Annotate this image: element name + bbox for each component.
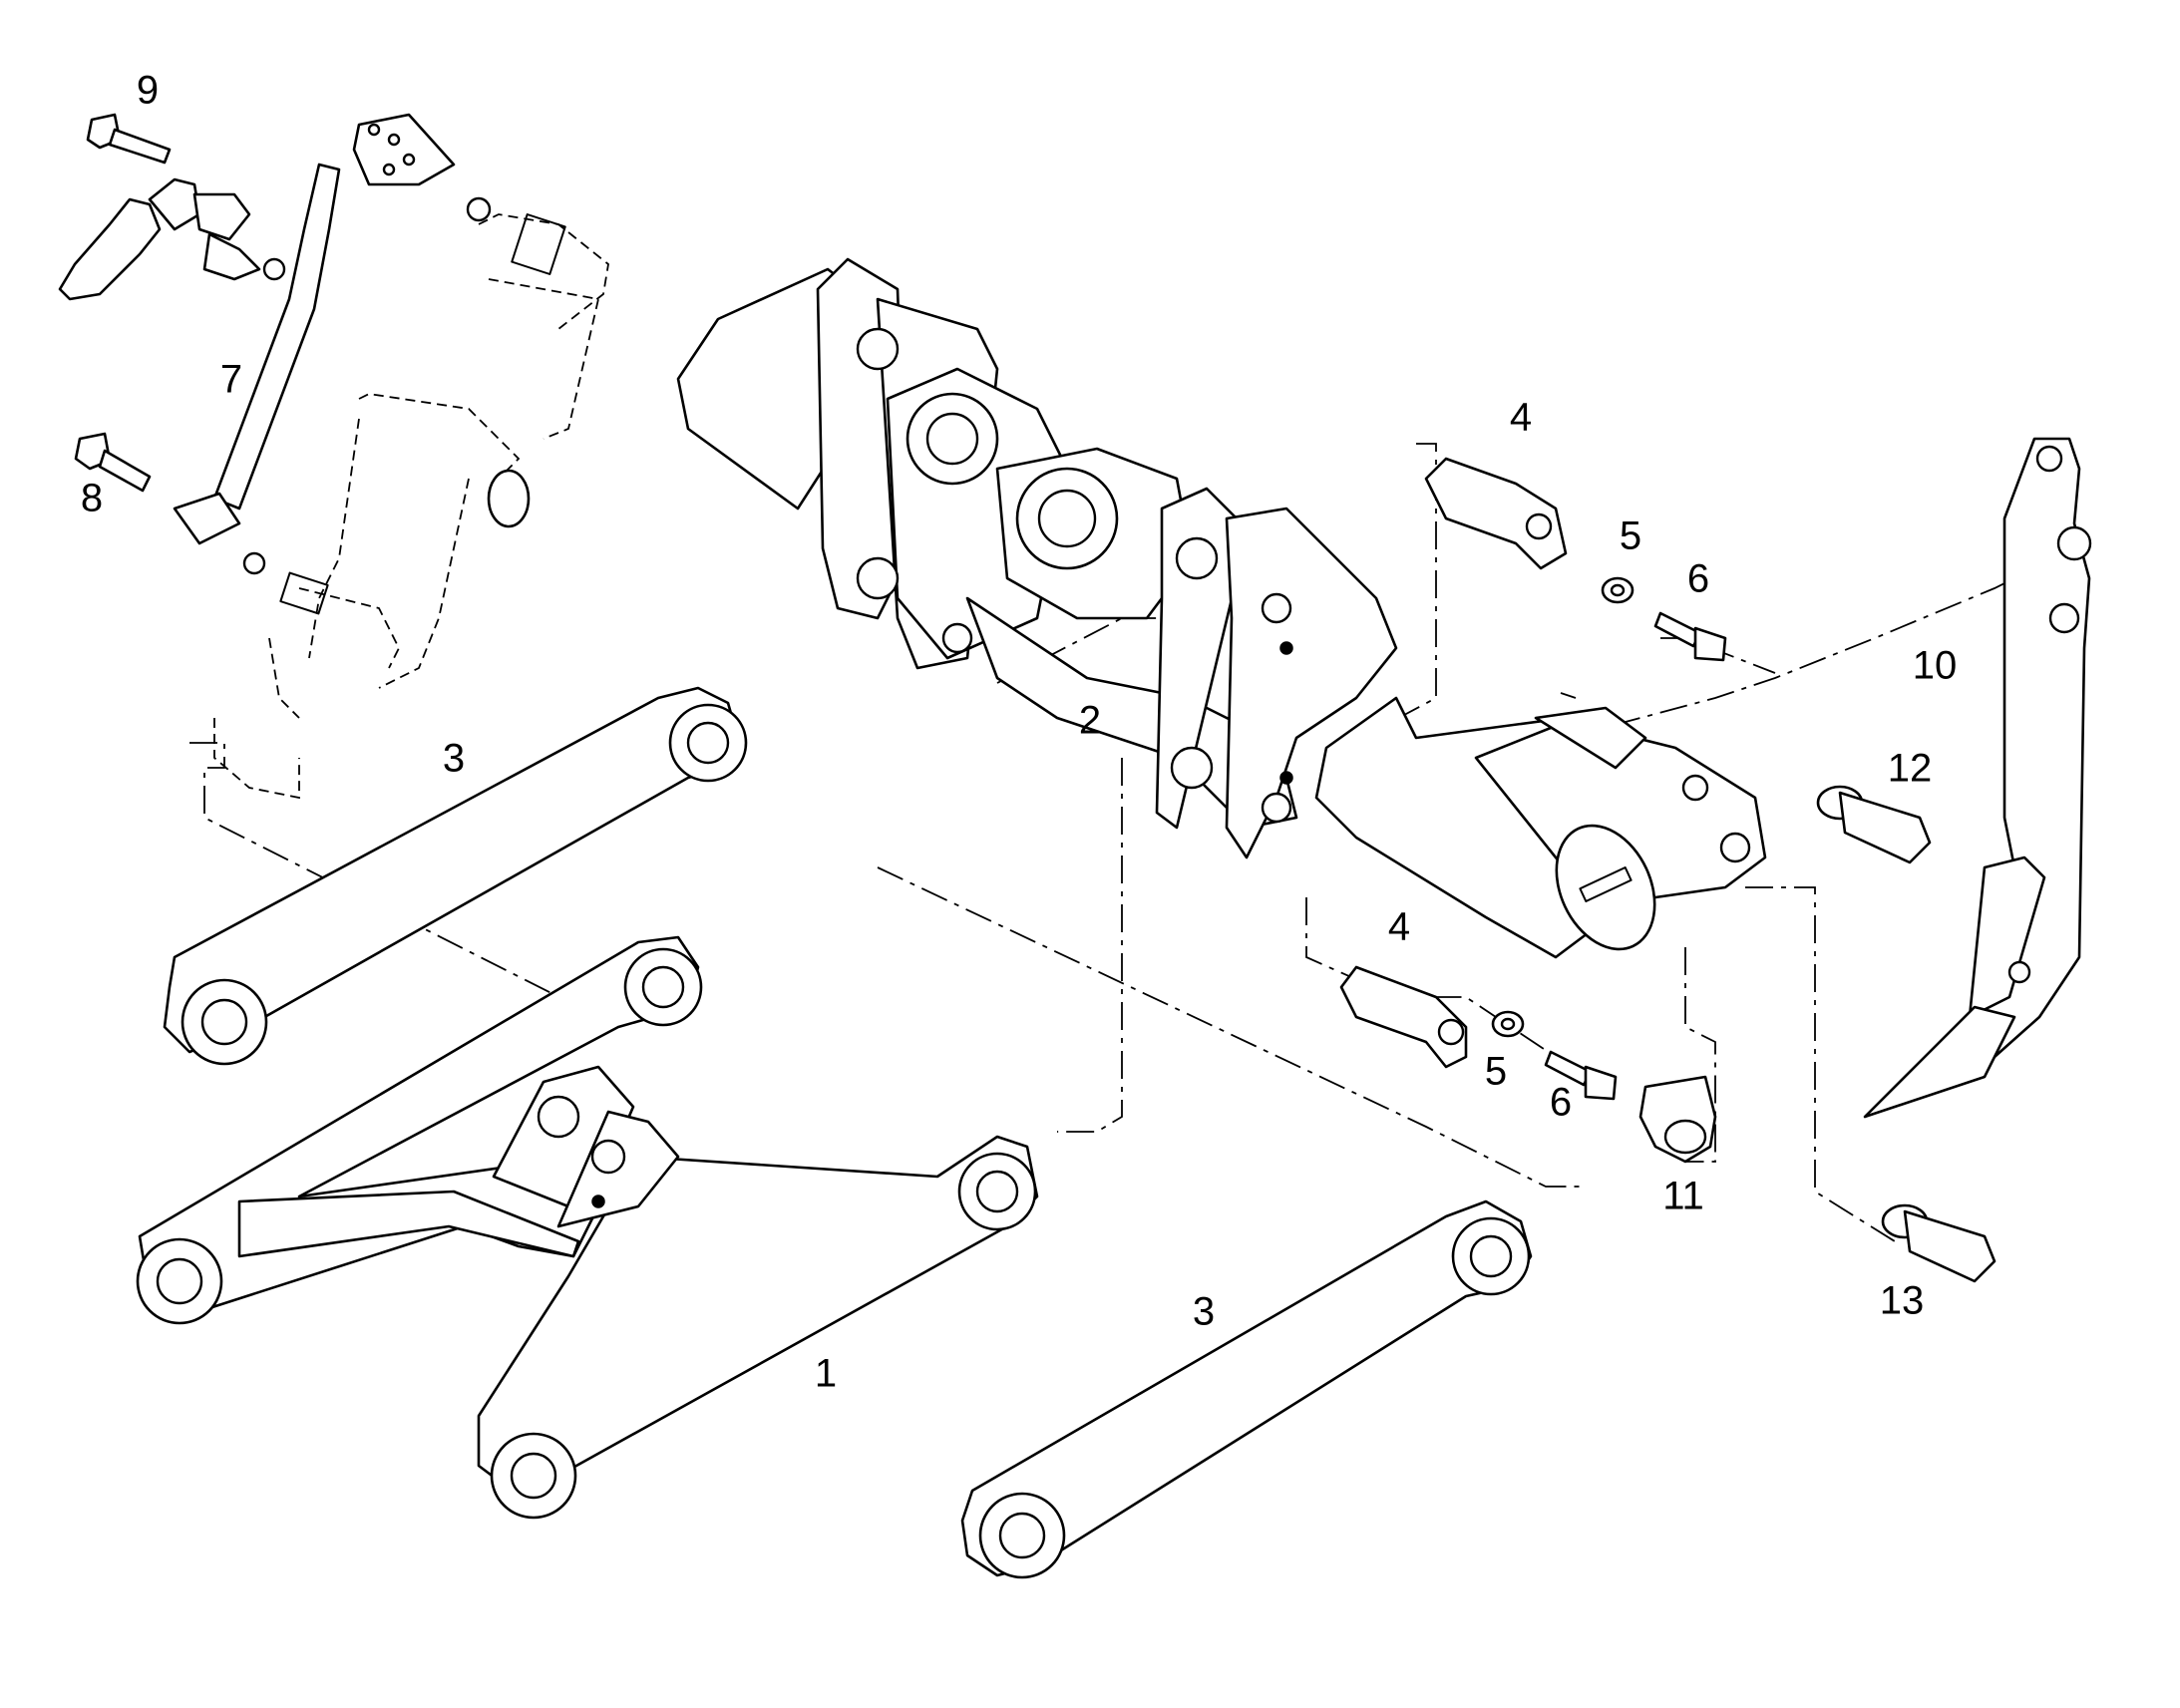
washer-5-upper [1601, 576, 1635, 604]
callout-2: 2 [1079, 699, 1101, 743]
frame-1 [136, 935, 1039, 1520]
pin-12 [1816, 785, 1932, 864]
bolt-8 [74, 432, 152, 493]
callout-3-lower: 3 [1193, 1290, 1215, 1334]
callout-5-upper: 5 [1620, 514, 1641, 558]
callout-13: 13 [1880, 1279, 1925, 1323]
link-arm-3-upper [163, 686, 748, 1066]
bushing-11 [1638, 1075, 1717, 1164]
callout-6-lower: 6 [1550, 1081, 1572, 1125]
callout-7: 7 [220, 358, 242, 402]
bolt-9 [86, 113, 172, 165]
pin-4-upper [1424, 457, 1568, 570]
callout-4-upper: 4 [1510, 396, 1532, 440]
callout-3-upper: 3 [443, 737, 465, 781]
callout-labels: 1 2 3 3 4 4 5 5 6 6 7 8 9 10 11 12 13 [81, 69, 1957, 1396]
hose-assembly [58, 177, 286, 301]
hydraulic-line-7 [173, 113, 492, 575]
ripper-shank-10 [1863, 437, 2092, 1119]
callout-9: 9 [137, 69, 159, 113]
callout-1: 1 [815, 1352, 837, 1396]
callout-10: 10 [1913, 644, 1958, 688]
callout-6-upper: 6 [1687, 557, 1709, 601]
bolt-6-lower [1544, 1050, 1618, 1101]
callout-11: 11 [1662, 1175, 1704, 1218]
hydraulic-cylinder-ghost [213, 213, 609, 800]
callout-8: 8 [81, 477, 103, 520]
callout-12: 12 [1888, 747, 1933, 791]
link-arm-3-lower [960, 1199, 1533, 1579]
ripper-beam-2 [676, 257, 1767, 959]
callout-5-lower: 5 [1485, 1050, 1507, 1094]
washer-5-lower [1491, 1010, 1525, 1038]
pin-4-lower [1339, 965, 1468, 1069]
bolt-6-upper [1653, 611, 1727, 662]
pin-13 [1881, 1203, 1997, 1283]
callout-4-lower: 4 [1388, 905, 1410, 949]
